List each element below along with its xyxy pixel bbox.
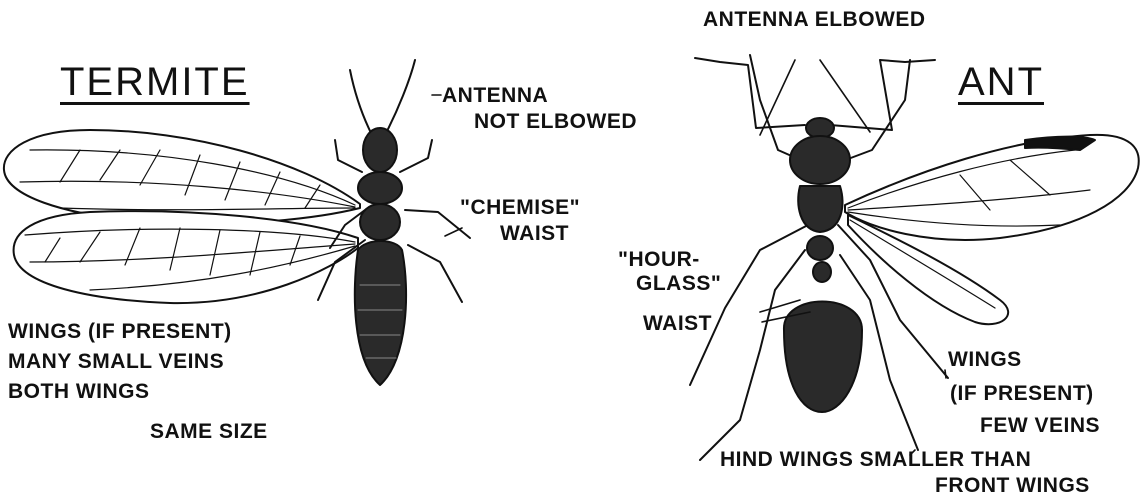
termite-waist-label-line1: "CHEMISE" — [460, 196, 580, 220]
ant-wings-label-line2: (IF PRESENT) — [950, 382, 1094, 406]
ant-waist-label-line2: GLASS" — [636, 272, 721, 296]
termite-title: TERMITE — [60, 60, 250, 105]
termite-waist-label-line2: WAIST — [500, 222, 569, 246]
ant-waist-label-line3: WAIST — [643, 312, 712, 336]
ant-wings-label-line1: WINGS — [948, 348, 1022, 372]
ant-title: ANT — [958, 60, 1044, 105]
termite-wings-label-line2: MANY SMALL VEINS — [8, 350, 224, 374]
termite-wings-label-line1: WINGS (IF PRESENT) — [8, 320, 232, 344]
ant-front-wing — [845, 135, 1139, 240]
ant-waist-label-line1: "HOUR- — [618, 248, 700, 272]
termite-wings-label-line4: SAME SIZE — [150, 420, 268, 444]
ant-hind-wings-label-line2: FRONT WINGS — [935, 474, 1090, 498]
termite-wings-label-line3: BOTH WINGS — [8, 380, 150, 404]
ant-antenna-label: ANTENNA ELBOWED — [703, 8, 926, 32]
ant-hind-wings-label-line1: HIND WINGS SMALLER THAN — [720, 448, 1031, 472]
termite-antenna-label-line1: ANTENNA — [442, 84, 548, 108]
ant-wings-label-line3: FEW VEINS — [980, 414, 1100, 438]
termite-antenna-label-line2: NOT ELBOWED — [474, 110, 637, 134]
